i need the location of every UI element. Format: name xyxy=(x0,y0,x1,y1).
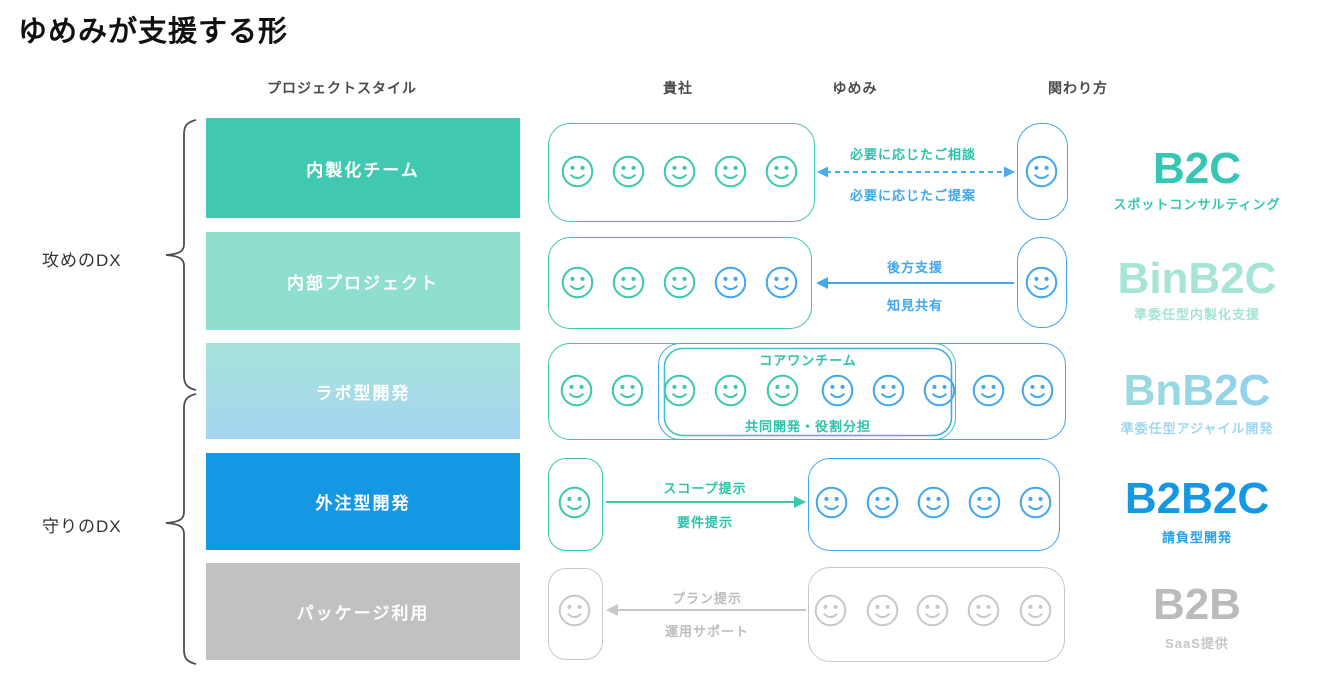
row4-client-box xyxy=(548,458,603,551)
smiley-icon xyxy=(916,594,949,627)
engagement-subtitle-b2b2c: 請負型開発 xyxy=(1161,530,1232,545)
row-label-package-use: パッケージ利用 xyxy=(206,563,520,660)
smiley-icon xyxy=(1021,374,1054,407)
smiley-icon xyxy=(663,374,696,407)
smiley-icon xyxy=(821,374,854,407)
engagement-subtitle-b2b: SaaS提供 xyxy=(1165,636,1229,651)
row4-right-arrow-icon xyxy=(606,496,806,508)
smiley-icon xyxy=(815,486,848,519)
smiley-icon xyxy=(663,155,696,188)
engagement-subtitle-binb2c: 準委任型内製化支援 xyxy=(1133,307,1260,322)
smiley-icon xyxy=(1025,266,1058,299)
smiley-icon xyxy=(968,486,1001,519)
engagement-code-b2c: B2C xyxy=(1152,144,1242,193)
smiley-icon xyxy=(1019,594,1052,627)
smiley-icon xyxy=(866,486,899,519)
smiley-icon xyxy=(814,594,847,627)
smiley-icon xyxy=(866,594,899,627)
smiley-icon xyxy=(611,374,644,407)
page-title: ゆめみが支援する形 xyxy=(18,16,289,48)
row-label-lab-development: ラボ型開発 xyxy=(206,343,520,439)
smiley-icon xyxy=(714,155,747,188)
row5-left-arrow-icon xyxy=(606,604,806,616)
row-label-outsourced-development: 外注型開発 xyxy=(206,453,520,550)
row1-dashed-double-arrow-icon xyxy=(817,166,1015,178)
row5-yumemi-box xyxy=(808,567,1065,662)
row1-client-team-box xyxy=(548,123,815,222)
smiley-icon xyxy=(1025,155,1058,188)
smiley-icon xyxy=(558,486,591,519)
engagement-code-b2b2c: B2B2C xyxy=(1124,474,1270,523)
engagement-code-b2b: B2B xyxy=(1152,580,1242,629)
smiley-icon xyxy=(923,374,956,407)
smiley-icon xyxy=(1019,486,1052,519)
row1-yumemi-box xyxy=(1017,123,1068,220)
row2-client-team-box xyxy=(548,237,812,329)
row4-flow-top-label: スコープ提示 xyxy=(663,481,747,496)
row5-flow-top-label: プラン提示 xyxy=(671,591,742,606)
smiley-icon xyxy=(714,266,747,299)
column-header-client: 貴社 xyxy=(663,80,693,96)
row4-flow-bottom-label: 要件提示 xyxy=(676,515,733,530)
smiley-icon xyxy=(765,266,798,299)
column-header-project-style: プロジェクトスタイル xyxy=(267,80,417,96)
row3-codev-label: 共同開発・役割分担 xyxy=(744,419,871,434)
smiley-icon xyxy=(560,374,593,407)
smiley-icon xyxy=(612,266,645,299)
group-label-defense-dx: 守りのDX xyxy=(42,517,122,536)
row-label-inhouse-team: 内製化チーム xyxy=(206,118,520,218)
brace-offense-dx-icon xyxy=(165,119,197,665)
row4-yumemi-box xyxy=(808,458,1060,551)
smiley-icon xyxy=(714,374,747,407)
row2-yumemi-box xyxy=(1017,237,1067,328)
smiley-icon xyxy=(612,155,645,188)
row1-flow-top-label: 必要に応じたご相談 xyxy=(849,147,976,162)
group-label-offense-dx: 攻めのDX xyxy=(42,251,122,270)
smiley-icon xyxy=(967,594,1000,627)
smiley-icon xyxy=(765,155,798,188)
smiley-icon xyxy=(766,374,799,407)
row2-flow-bottom-label: 知見共有 xyxy=(886,298,943,313)
smiley-icon xyxy=(561,155,594,188)
row-label-internal-project: 内部プロジェクト xyxy=(206,232,520,330)
smiley-icon xyxy=(917,486,950,519)
smiley-icon xyxy=(558,594,591,627)
smiley-icon xyxy=(872,374,905,407)
smiley-icon xyxy=(561,266,594,299)
engagement-code-bnb2c: BnB2C xyxy=(1077,369,1317,413)
row5-client-box xyxy=(548,568,603,660)
column-header-engagement: 関わり方 xyxy=(1048,80,1108,96)
row3-yumemi-box xyxy=(658,343,1066,440)
row1-flow-bottom-label: 必要に応じたご提案 xyxy=(849,188,976,203)
row3-core-team-label: コアワンチーム xyxy=(759,353,857,368)
smiley-icon xyxy=(972,374,1005,407)
row2-left-arrow-icon xyxy=(816,277,1014,289)
engagement-code-binb2c: BinB2C xyxy=(1117,254,1277,303)
column-header-yumemi: ゆめみ xyxy=(832,80,878,96)
engagement-subtitle-b2c: スポットコンサルティング xyxy=(1113,197,1281,212)
row2-flow-top-label: 後方支援 xyxy=(886,260,943,275)
row5-flow-bottom-label: 運用サポート xyxy=(664,624,749,639)
engagement-subtitle-bnb2c: 準委任型アジャイル開発 xyxy=(1120,421,1274,436)
smiley-icon xyxy=(663,266,696,299)
